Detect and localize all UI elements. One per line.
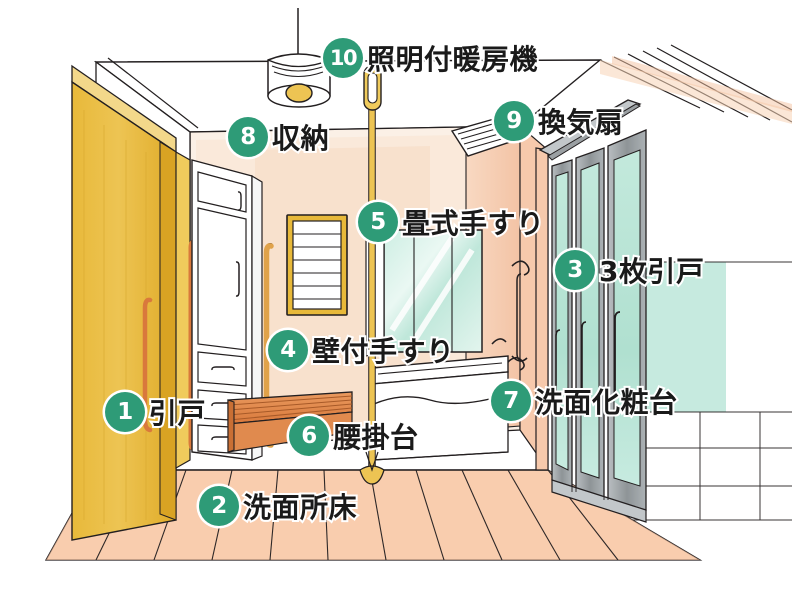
callout-badge-5: 5 xyxy=(358,202,398,242)
callout-label-3: 3枚引戸 xyxy=(597,253,706,290)
callout-label-2: 洗面所床 xyxy=(241,489,359,526)
callout-8[interactable]: 8 収納 xyxy=(228,117,331,157)
callout-badge-3: 3 xyxy=(555,250,595,290)
callout-badge-2: 2 xyxy=(199,486,239,526)
pendant-heater-light-group xyxy=(267,8,331,108)
callout-1[interactable]: 1 引戸 xyxy=(105,392,208,432)
callout-badge-8: 8 xyxy=(228,117,268,157)
callout-badge-9: 9 xyxy=(494,101,534,141)
callout-label-6: 腰掛台 xyxy=(331,419,420,456)
vertical-pole-handrail-group xyxy=(359,60,385,485)
window-blinds-group xyxy=(286,214,348,316)
callout-label-8: 収納 xyxy=(270,120,331,157)
callout-label-1: 引戸 xyxy=(147,395,208,432)
storage-cabinet-group xyxy=(191,159,263,461)
callout-label-7: 洗面化粧台 xyxy=(533,384,679,421)
callout-4[interactable]: 4 壁付手すり xyxy=(268,330,456,370)
callout-badge-4: 4 xyxy=(268,330,308,370)
callout-badge-7: 7 xyxy=(491,381,531,421)
right-wall-handrail-group xyxy=(511,260,530,362)
callout-badge-6: 6 xyxy=(289,416,329,456)
callout-7[interactable]: 7 洗面化粧台 xyxy=(491,381,679,421)
callout-badge-1: 1 xyxy=(105,392,145,432)
callout-10[interactable]: 10 照明付暖房機 xyxy=(323,38,540,78)
yellow-sliding-door-group xyxy=(71,64,191,541)
callout-6[interactable]: 6 腰掛台 xyxy=(289,416,420,456)
callout-label-4: 壁付手すり xyxy=(310,333,456,370)
callout-9[interactable]: 9 換気扇 xyxy=(494,101,625,141)
callout-5[interactable]: 5 畳式手すり xyxy=(358,202,546,242)
vanity-counter-group xyxy=(371,355,525,461)
callout-badge-10: 10 xyxy=(323,38,363,78)
callout-2[interactable]: 2 洗面所床 xyxy=(199,486,359,526)
callout-label-5: 畳式手すり xyxy=(400,205,546,242)
callout-label-10: 照明付暖房機 xyxy=(365,41,540,78)
callout-3[interactable]: 3 3枚引戸 xyxy=(555,250,706,290)
callout-label-9: 換気扇 xyxy=(536,104,625,141)
three-panel-sliding-door-group xyxy=(535,99,647,523)
